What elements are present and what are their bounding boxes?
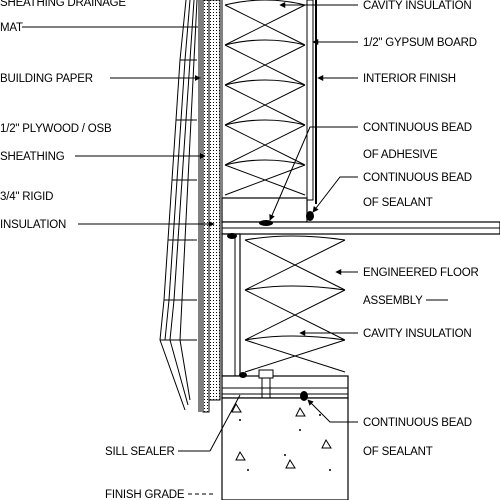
rigid-insulation — [208, 0, 221, 401]
label-gypsum-board: 1/2" GYPSUM BOARD — [363, 37, 477, 49]
label-plywood-2: SHEATHING — [0, 151, 65, 163]
label-sealant-upper-1: CONTINUOUS BEAD — [363, 172, 472, 184]
label-building-paper: BUILDING PAPER — [0, 73, 93, 85]
sealant-bead-upper — [306, 211, 314, 221]
sill-plate — [221, 375, 349, 399]
leader-sealant-upper — [312, 176, 358, 213]
siding — [159, 0, 198, 411]
label-rigid-1: 3/4" RIGID — [0, 191, 53, 203]
rim-joist — [221, 233, 241, 377]
label-finish-grade: FINISH GRADE — [105, 489, 185, 500]
label-adhesive-2: OF ADHESIVE — [363, 149, 438, 161]
leader-adhesive — [269, 126, 358, 221]
label-sealant-lower-1: CONTINUOUS BEAD — [363, 417, 472, 429]
sealant-bead-left — [239, 372, 247, 378]
floor-cavity — [244, 235, 346, 373]
plywood-osb-sheathing — [202, 0, 210, 413]
label-cavity-insulation-top: CAVITY INSULATION — [363, 0, 471, 12]
sealant-bead-rim — [227, 233, 237, 239]
label-drainage-mat-1: SHEATHING DRAINAGE — [0, 0, 126, 9]
label-sill-sealer: SILL SEALER — [105, 446, 175, 458]
label-cavity-insulation-floor: CAVITY INSULATION — [363, 328, 471, 340]
label-sealant-lower-2: OF SEALANT — [363, 446, 433, 458]
label-plywood-1: 1/2" PLYWOOD / OSB — [0, 123, 112, 135]
concrete-foundation — [221, 397, 349, 500]
label-sealant-upper-2: OF SEALANT — [363, 197, 433, 209]
leader-sealant-lower — [307, 399, 358, 423]
bottom-plate — [221, 197, 308, 223]
gypsum-board — [306, 0, 314, 201]
upper-wall-cavity — [221, 0, 308, 198]
sealant-bead-lower — [300, 391, 308, 401]
label-floor-2: ASSEMBLY — [363, 295, 423, 307]
label-rigid-2: INSULATION — [0, 219, 66, 231]
label-floor-1: ENGINEERED FLOOR — [363, 267, 479, 279]
label-interior-finish: INTERIOR FINISH — [363, 73, 456, 85]
leader-sill-sealer-2 — [209, 394, 241, 452]
adhesive-bead — [259, 220, 273, 226]
label-adhesive-1: CONTINUOUS BEAD — [363, 122, 472, 134]
label-drainage-mat-2: MAT — [0, 22, 23, 34]
